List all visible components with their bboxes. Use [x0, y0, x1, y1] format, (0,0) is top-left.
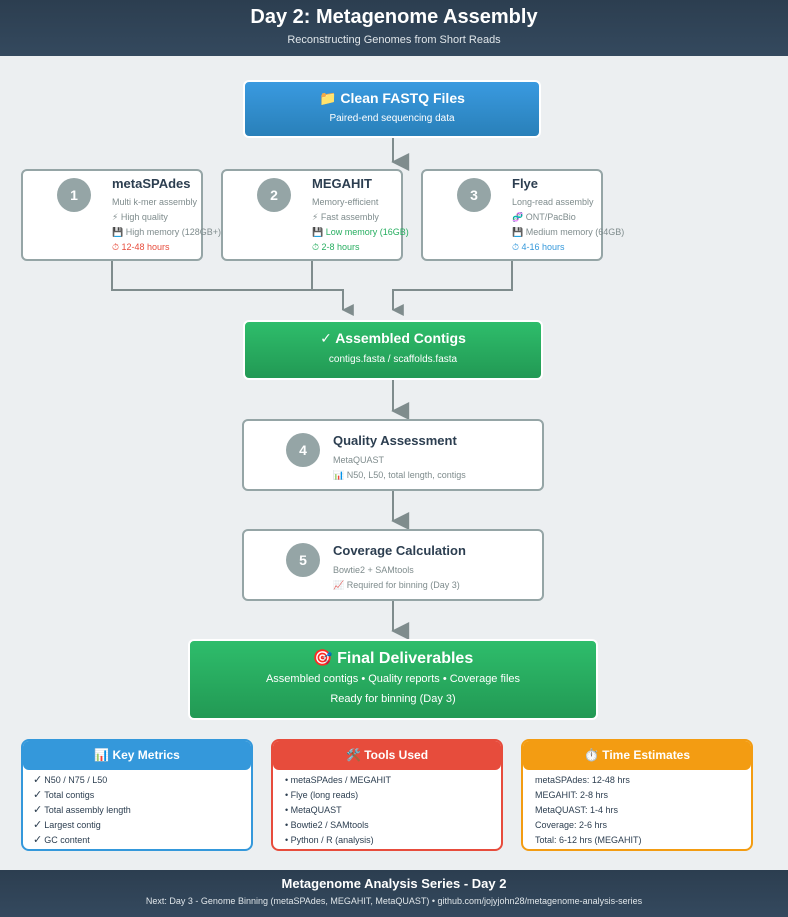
assembler-time: ⏱ 12-48 hours: [112, 242, 170, 252]
step-number-badge: 5: [286, 543, 320, 577]
check-icon: ✓: [33, 774, 43, 786]
check-icon: ✓: [33, 819, 43, 831]
contigs-title: ✓ Assembled Contigs: [320, 330, 466, 346]
key-metrics-panel: 📊 Key Metrics ✓N50 / N75 / L50 ✓Total co…: [21, 739, 253, 851]
metric-item: ✓Total contigs: [33, 789, 95, 801]
time-estimates-header: ⏱️ Time Estimates: [523, 741, 751, 770]
assembler-name: Flye: [512, 176, 539, 191]
footer-title: Metagenome Analysis Series - Day 2: [281, 876, 507, 891]
tool-item: • Python / R (analysis): [285, 835, 374, 845]
time-estimates-panel: ⏱️ Time Estimates metaSPAdes: 12-48 hrs …: [521, 739, 753, 851]
tool-item: • metaSPAdes / MEGAHIT: [285, 775, 392, 785]
connector-assembler-3: [391, 260, 513, 316]
assembler-memory: 💾 High memory (128GB+): [112, 227, 221, 237]
tool-item: • MetaQUAST: [285, 805, 342, 815]
step-number-badge: 3: [457, 178, 491, 212]
coverage-calculation-card: 5 Coverage Calculation Bowtie2 + SAMtool…: [242, 529, 544, 601]
assembler-card-metaspades: 1 metaSPAdes Multi k-mer assembly ⚡ High…: [21, 169, 221, 261]
assembler-feature: 🧬 ONT/PacBio: [512, 212, 576, 222]
time-item: MEGAHIT: 2-8 hrs: [535, 790, 609, 800]
footer-banner: Metagenome Analysis Series - Day 2 Next:…: [0, 870, 788, 917]
deliverables-line-2: Ready for binning (Day 3): [330, 693, 456, 705]
contigs-subtitle: contigs.fasta / scaffolds.fasta: [328, 354, 458, 365]
header-banner: Day 2: Metagenome Assembly Reconstructin…: [0, 0, 788, 56]
input-subtitle: Paired-end sequencing data: [329, 113, 455, 124]
time-item: Coverage: 2-6 hrs: [535, 820, 608, 830]
step-tool: MetaQUAST: [333, 455, 385, 465]
assembler-description: Multi k-mer assembly: [112, 197, 198, 207]
assembler-name: metaSPAdes: [112, 176, 191, 191]
metric-item: ✓Largest contig: [33, 819, 101, 831]
assembler-memory: 💾 Low memory (16GB): [312, 227, 409, 237]
tools-used-header: 🛠️ Tools Used: [273, 741, 501, 770]
time-item: MetaQUAST: 1-4 hrs: [535, 805, 619, 815]
metric-item: ✓N50 / N75 / L50: [33, 774, 108, 786]
input-title: Clean FASTQ Files: [340, 90, 465, 106]
assembler-description: Long-read assembly: [512, 197, 594, 207]
folder-icon: 📁: [319, 90, 337, 106]
check-icon: ✓: [33, 834, 43, 846]
check-icon: ✓: [33, 804, 43, 816]
deliverables-title: 🎯 Final Deliverables: [312, 650, 474, 667]
quality-assessment-card: 4 Quality Assessment MetaQUAST 📊 N50, L5…: [242, 419, 544, 491]
step-number-badge: 1: [57, 178, 91, 212]
tools-used-panel: 🛠️ Tools Used • metaSPAdes / MEGAHIT • F…: [271, 739, 503, 851]
step-tool: Bowtie2 + SAMtools: [333, 565, 414, 575]
page-title: Day 2: Metagenome Assembly: [250, 6, 538, 28]
time-item: Total: 6-12 hrs (MEGAHIT): [535, 835, 642, 845]
final-deliverables-box: 🎯 Final Deliverables Assembled contigs •…: [188, 639, 598, 720]
step-number-badge: 4: [286, 433, 320, 467]
connector-assembler-1: [111, 260, 354, 316]
assembler-card-flye: 3 Flye Long-read assembly 🧬 ONT/PacBio 💾…: [421, 169, 624, 261]
assembler-feature: ⚡ High quality: [112, 212, 168, 222]
step-title: Coverage Calculation: [333, 543, 466, 558]
assembler-time: ⏱ 2-8 hours: [312, 242, 360, 252]
step-title: Quality Assessment: [333, 433, 457, 448]
metric-item: ✓GC content: [33, 834, 90, 846]
tool-item: • Flye (long reads): [285, 790, 359, 800]
step-detail: 📊 N50, L50, total length, contigs: [333, 470, 466, 480]
time-item: metaSPAdes: 12-48 hrs: [535, 775, 630, 785]
assembler-time: ⏱ 4-16 hours: [512, 242, 565, 252]
key-metrics-header: 📊 Key Metrics: [23, 741, 251, 770]
assembler-memory: 💾 Medium memory (64GB): [512, 227, 625, 237]
input-fastq-box: 📁 Clean FASTQ Files Paired-end sequencin…: [243, 80, 541, 138]
assembler-description: Memory-efficient: [312, 197, 379, 207]
page-subtitle: Reconstructing Genomes from Short Reads: [287, 34, 501, 46]
assembler-card-megahit: 2 MEGAHIT Memory-efficient ⚡ Fast assemb…: [221, 169, 409, 261]
assembler-name: MEGAHIT: [312, 176, 372, 191]
assembled-contigs-box: ✓ Assembled Contigs contigs.fasta / scaf…: [243, 320, 543, 380]
step-number-badge: 2: [257, 178, 291, 212]
assembler-feature: ⚡ Fast assembly: [312, 212, 379, 222]
tool-item: • Bowtie2 / SAMtools: [285, 820, 369, 830]
footer-subtitle: Next: Day 3 - Genome Binning (metaSPAdes…: [145, 896, 643, 906]
check-icon: ✓: [33, 789, 43, 801]
step-detail: 📈 Required for binning (Day 3): [333, 580, 460, 590]
deliverables-line-1: Assembled contigs • Quality reports • Co…: [265, 673, 521, 685]
metric-item: ✓Total assembly length: [33, 804, 131, 816]
